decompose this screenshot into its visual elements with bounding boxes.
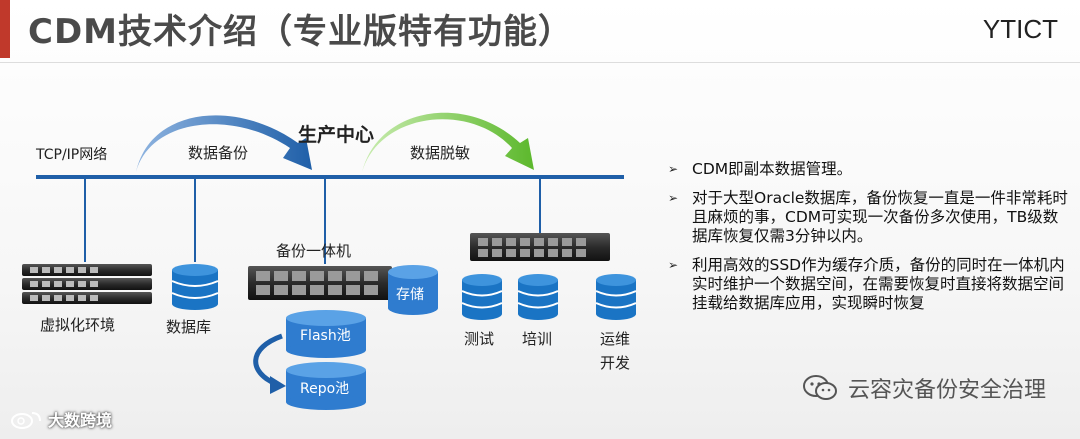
appliance-label: 备份一体机 (276, 242, 352, 260)
repo-pool-cylinder (286, 362, 366, 410)
training-label: 培训 (522, 330, 553, 348)
backup-appliance (248, 266, 392, 300)
pool-arrowhead (270, 376, 286, 394)
backup-arrow-label: 数据备份 (188, 144, 249, 162)
database-icon (171, 264, 219, 310)
title-divider (0, 62, 1080, 63)
virtualization-servers (22, 264, 152, 304)
ops-database-icon (595, 274, 637, 320)
arrow-bullet-icon: ➢ (668, 258, 679, 272)
page-title: CDM技术介绍（专业版特有功能） (28, 12, 574, 52)
test-database-icon (461, 274, 503, 320)
arrow-bullet-icon: ➢ (668, 191, 679, 205)
storage-cylinder (388, 265, 438, 315)
production-server (470, 233, 610, 261)
test-label: 测试 (464, 330, 495, 348)
bullet-list: ➢ CDM即副本数据管理。 ➢ 对于大型Oracle数据库，备份恢复一直是一件非… (668, 160, 1068, 323)
dev-label: 开发 (600, 354, 631, 372)
storage-label: 存储 (396, 287, 424, 303)
wechat-icon (802, 375, 837, 400)
bullet-item: ➢ 对于大型Oracle数据库，备份恢复一直是一件非常耗时且麻烦的事，CDM可实… (668, 189, 1068, 246)
virtualization-label: 虚拟化环境 (40, 316, 116, 334)
backup-arrow (136, 115, 312, 172)
desensitize-arrow (362, 112, 534, 172)
database-label: 数据库 (166, 318, 212, 336)
bullet-text: 利用高效的SSD作为缓存介质，备份的同时在一体机内实时维护一个数据空间，在需要恢… (692, 256, 1065, 312)
desensitize-arrow-label: 数据脱敏 (410, 144, 471, 162)
ops-label: 运维 (600, 330, 631, 348)
watermark-text: 云容灾备份安全治理 (847, 378, 1046, 403)
corner-logo: 大数跨境 (10, 407, 112, 431)
wechat-watermark: 云容灾备份安全治理 (802, 372, 1046, 404)
title-accent-bar (0, 0, 10, 58)
bullet-text: CDM即副本数据管理。 (692, 160, 853, 178)
bullet-text: 对于大型Oracle数据库，备份恢复一直是一件非常耗时且麻烦的事，CDM可实现一… (692, 189, 1068, 245)
network-label: TCP/IP网络 (36, 147, 108, 163)
brand-label: YTICT (982, 14, 1058, 44)
flash-pool-label: Flash池 (300, 328, 351, 344)
repo-pool-label: Repo池 (300, 381, 350, 397)
arrow-bullet-icon: ➢ (668, 162, 679, 176)
center-label: 生产中心 (298, 124, 375, 146)
flash-pool-cylinder (286, 310, 366, 358)
weibo-icon (11, 412, 41, 429)
bullet-item: ➢ 利用高效的SSD作为缓存介质，备份的同时在一体机内实时维护一个数据空间，在需… (668, 256, 1068, 313)
corner-logo-text: 大数跨境 (48, 411, 113, 430)
pool-arrow (253, 333, 283, 387)
training-database-icon (517, 274, 559, 320)
bullet-item: ➢ CDM即副本数据管理。 (668, 160, 1068, 179)
